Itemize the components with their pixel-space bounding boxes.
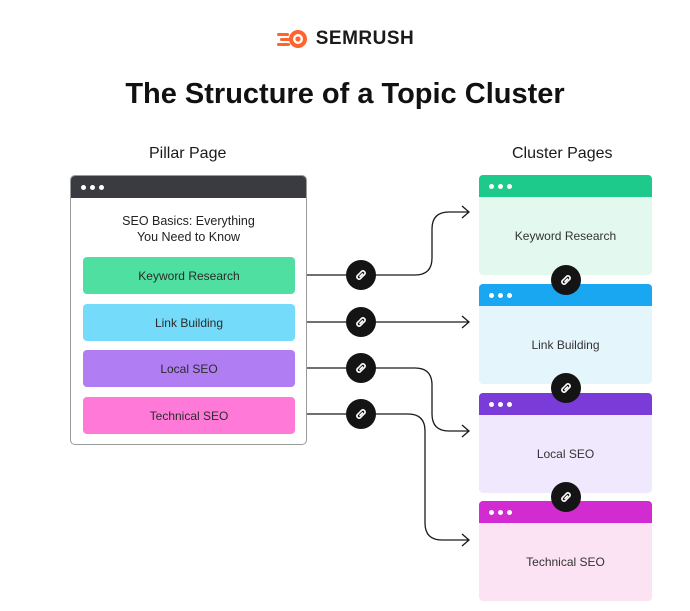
window-dot	[507, 292, 512, 298]
pillar-page-window: SEO Basics: Everything You Need to Know …	[70, 175, 307, 445]
link-badge	[346, 353, 376, 383]
arrow-link-building	[461, 315, 470, 329]
brand-logo: SEMRUSH	[0, 28, 690, 50]
window-dot	[507, 509, 512, 515]
cluster-page-keyword-research: Keyword Research	[479, 175, 652, 275]
window-dot	[99, 184, 104, 190]
cluster-page-link-building: Link Building	[479, 284, 652, 384]
link-badge	[551, 373, 581, 403]
pillar-topic-link-building: Link Building	[83, 304, 295, 341]
arrow-technical-seo	[461, 533, 470, 547]
pillar-topic-keyword-research: Keyword Research	[83, 257, 295, 294]
link-badge	[551, 265, 581, 295]
pillar-heading: Pillar Page	[149, 145, 227, 162]
connector-technical-seo	[307, 413, 468, 541]
link-icon	[356, 409, 366, 419]
pillar-topic-local-seo: Local SEO	[83, 350, 295, 387]
link-icon	[561, 275, 571, 285]
window-dot	[498, 183, 503, 189]
window-title-bar	[479, 501, 652, 523]
link-icon	[356, 363, 366, 373]
window-title-bar	[479, 175, 652, 197]
cluster-heading: Cluster Pages	[512, 145, 613, 162]
window-dot	[81, 184, 86, 190]
cluster-page-local-seo: Local SEO	[479, 393, 652, 493]
arrow-local-seo	[461, 424, 470, 438]
link-icon	[561, 383, 571, 393]
connector-keyword-research	[307, 211, 468, 276]
pillar-page-title: SEO Basics: Everything You Need to Know	[71, 213, 306, 245]
cluster-page-label: Local SEO	[536, 447, 595, 461]
link-badge	[346, 260, 376, 290]
window-dot	[489, 292, 494, 298]
window-dot	[498, 509, 503, 515]
window-title-bar	[479, 393, 652, 415]
window-title-bar	[479, 284, 652, 306]
cluster-page-label: Keyword Research	[514, 229, 617, 243]
semrush-flame-icon	[276, 30, 307, 48]
arrow-keyword-research	[461, 205, 470, 219]
pillar-title-line1: SEO Basics: Everything	[122, 214, 255, 228]
pillar-topic-technical-seo: Technical SEO	[83, 397, 295, 434]
window-dot	[498, 401, 503, 407]
cluster-page-technical-seo: Technical SEO	[479, 501, 652, 601]
link-icon	[356, 270, 366, 280]
window-dot	[489, 401, 494, 407]
window-dot	[507, 183, 512, 189]
window-dot	[507, 401, 512, 407]
connector-local-seo	[307, 367, 468, 432]
link-badge	[346, 307, 376, 337]
window-title-bar	[71, 176, 306, 198]
window-dot	[489, 183, 494, 189]
window-dot	[498, 292, 503, 298]
cluster-page-label: Technical SEO	[526, 555, 605, 569]
diagram-title: The Structure of a Topic Cluster	[125, 78, 565, 110]
link-icon	[356, 317, 366, 327]
link-badge	[346, 399, 376, 429]
cluster-page-label: Link Building	[531, 338, 600, 352]
window-dot	[90, 184, 95, 190]
link-icon	[561, 492, 571, 502]
link-badge	[551, 482, 581, 512]
window-dot	[489, 509, 494, 515]
pillar-title-line2: You Need to Know	[136, 230, 241, 244]
brand-name: SEMRUSH	[315, 28, 415, 49]
